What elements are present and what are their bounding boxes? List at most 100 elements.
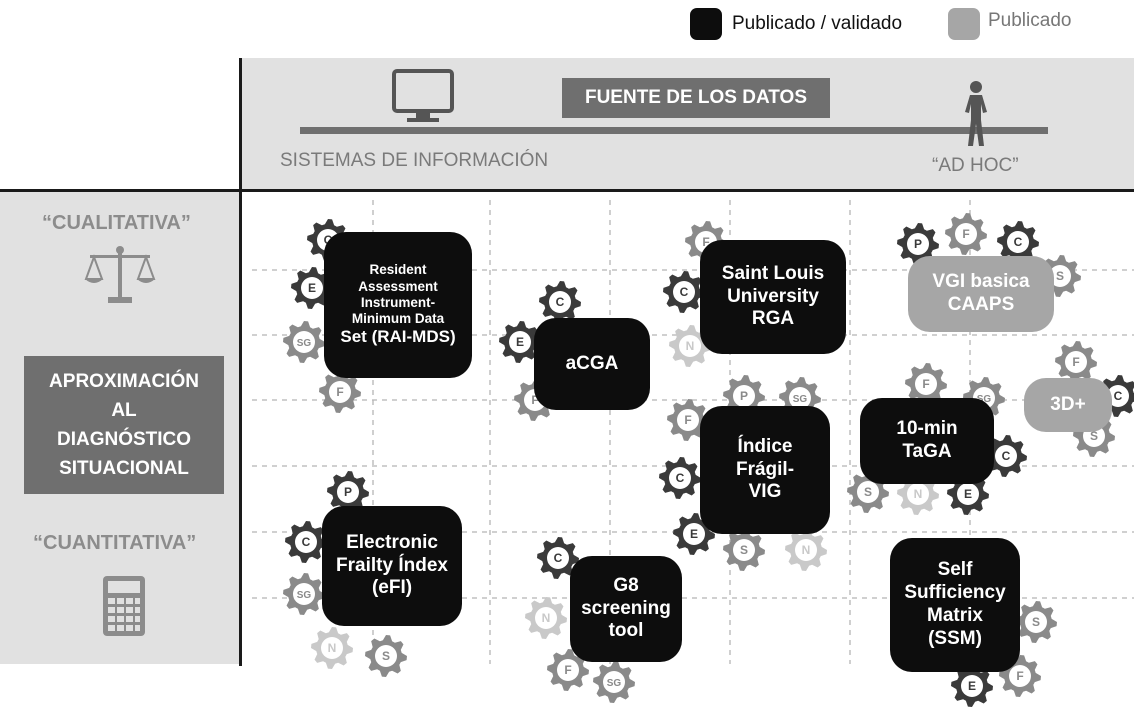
legend-published-label: Publicado xyxy=(988,10,1072,31)
gear-icon-f: F xyxy=(318,370,362,418)
approach-line-2: AL xyxy=(111,400,137,421)
tool-label-line: Minimum Data xyxy=(351,310,445,326)
gear-label: S xyxy=(1056,269,1064,283)
tool-label-line: 10-min xyxy=(896,418,958,440)
gear-label: N xyxy=(542,611,551,625)
tool-label-line: TaGA xyxy=(902,441,952,462)
gear-label: N xyxy=(914,487,923,501)
gear-label: F xyxy=(1016,669,1023,683)
gear-icon-f: F xyxy=(944,212,988,260)
quantitative-label: “CUANTITATIVA” xyxy=(33,532,197,554)
gear-label: E xyxy=(964,487,972,501)
gear-label: S xyxy=(1090,429,1098,443)
gear-label: S xyxy=(1032,615,1040,629)
gear-label: N xyxy=(802,543,811,557)
tool-label-line: Sufficiency xyxy=(904,582,1006,604)
gear-label: F xyxy=(922,377,929,391)
gear-label: N xyxy=(686,339,695,353)
tool-label-line: screening xyxy=(581,597,671,619)
gear-label: S xyxy=(864,485,872,499)
gear-icon-sg: SG xyxy=(282,572,326,620)
gear-label: C xyxy=(680,285,689,299)
gear-icon-c: C xyxy=(996,220,1040,268)
gear-icon-f: F xyxy=(904,362,948,410)
legend-validated-label: Publicado / validado xyxy=(732,13,903,34)
legend-validated-swatch xyxy=(690,8,722,40)
tool-label-line: tool xyxy=(608,620,644,642)
tool-label-line: Frágil- xyxy=(735,458,795,480)
tool-label-line: Frailty Índex xyxy=(336,554,448,576)
gear-icon-p: P xyxy=(896,222,940,270)
gear-icon-n: N xyxy=(310,626,354,674)
gear-icon-n: N xyxy=(784,528,828,576)
source-title: FUENTE DE LOS DATOS xyxy=(562,78,830,118)
gear-icon-sg: SG xyxy=(282,320,326,368)
approach-line-4: SITUACIONAL xyxy=(59,458,189,479)
gear-label: F xyxy=(702,235,709,249)
gear-label: P xyxy=(914,237,922,251)
gear-icon-e: E xyxy=(950,664,994,712)
tool-3d-plus: 3D+ xyxy=(1024,378,1112,432)
gear-label: N xyxy=(328,641,337,655)
gear-icon-n: N xyxy=(524,596,568,644)
gear-icon-c: C xyxy=(538,280,582,328)
gear-label: SG xyxy=(607,678,622,689)
tool-label-line: aCGA xyxy=(565,352,619,374)
gear-icon-c: C xyxy=(284,520,328,568)
left-source-label: SISTEMAS DE INFORMACIÓN xyxy=(280,150,549,171)
gear-icon-p: P xyxy=(326,470,370,518)
gear-label: C xyxy=(1002,449,1011,463)
gear-label: F xyxy=(336,385,343,399)
gear-label: F xyxy=(684,413,691,427)
tool-label-line: University xyxy=(727,285,819,307)
gear-icon-f: F xyxy=(1054,340,1098,388)
gear-label: C xyxy=(302,535,311,549)
vertical-divider xyxy=(239,58,242,666)
tool-label-line: (eFI) xyxy=(371,577,413,599)
horizontal-divider xyxy=(0,189,1134,192)
approach-line-3: DIAGNÓSTICO xyxy=(56,429,192,450)
gear-label: E xyxy=(968,679,976,693)
gear-label: SG xyxy=(297,590,312,601)
tool-label-line: Instrument- xyxy=(360,294,436,310)
qualitative-label: “CUALITATIVA” xyxy=(42,212,191,234)
gear-label: S xyxy=(740,543,748,557)
gear-icon-s: S xyxy=(364,634,408,682)
gear-label: SG xyxy=(793,394,808,405)
source-axis-bar xyxy=(300,127,1048,134)
gear-label: P xyxy=(740,389,748,403)
tool-label-line: VGI basica xyxy=(932,271,1030,293)
gear-label: P xyxy=(344,485,352,499)
gear-label: F xyxy=(962,227,969,241)
calculator-icon xyxy=(102,575,146,641)
gear-icon-s: S xyxy=(722,528,766,576)
tool-label-line: 3D+ xyxy=(1050,393,1086,415)
gear-label: E xyxy=(690,527,698,541)
tool-label-line: Saint Louis xyxy=(721,262,825,284)
tool-acga: aCGA xyxy=(534,318,650,410)
gear-label: C xyxy=(556,295,565,309)
tool-label-line: RGA xyxy=(751,308,795,330)
gear-label: F xyxy=(564,663,571,677)
tool-label-line: Índice xyxy=(737,435,793,457)
gear-label: E xyxy=(308,281,316,295)
gear-icon-c: C xyxy=(536,536,580,584)
tool-label-line: Self xyxy=(937,559,973,581)
gear-icon-f: F xyxy=(546,648,590,696)
tool-label-line: Set (RAI-MDS) xyxy=(340,327,456,347)
monitor-icon xyxy=(392,68,454,128)
tool-label-line: Matrix xyxy=(927,605,983,626)
approach-box: APROXIMACIÓN AL DIAGNÓSTICO SITUACIONAL xyxy=(24,356,224,494)
approach-line-1: APROXIMACIÓN xyxy=(49,371,199,392)
gear-icon-c: C xyxy=(658,456,702,504)
tool-label-line: Resident xyxy=(369,262,427,278)
gear-icon-sg: SG xyxy=(592,660,636,708)
gear-icon-c: C xyxy=(984,434,1028,482)
